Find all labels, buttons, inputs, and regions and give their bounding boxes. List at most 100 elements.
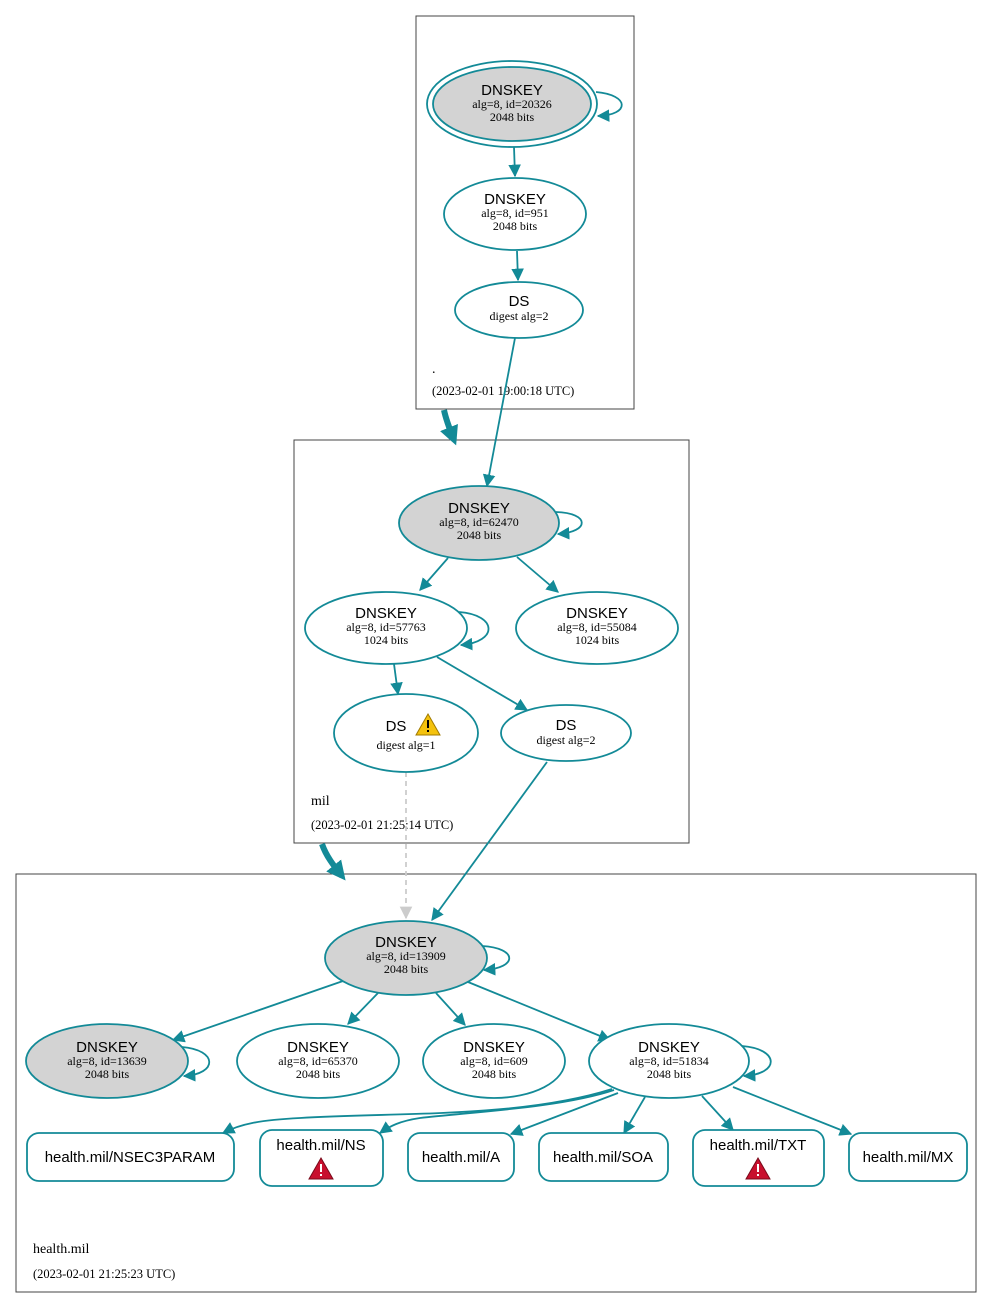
mil-ds1-digest: digest alg=1 xyxy=(376,738,435,752)
error-icon xyxy=(308,1156,334,1180)
edge-mil-ksk-zsk1 xyxy=(419,557,449,591)
edge-h-zsk-soa xyxy=(623,1096,646,1135)
node-root-ds[interactable]: DS digest alg=2 xyxy=(454,281,584,339)
rrset-a[interactable]: health.mil/A xyxy=(407,1132,515,1182)
zone-health-timestamp: (2023-02-01 21:25:23 UTC) xyxy=(33,1267,175,1281)
mil-ds2-title: DS xyxy=(556,717,577,734)
node-health-key-13639[interactable]: DNSKEY alg=8, id=13639 2048 bits xyxy=(25,1023,189,1099)
h-k2-bits: 2048 bits xyxy=(296,1067,341,1081)
edge-h-zsk-ns xyxy=(378,1089,615,1134)
h-k1-alg: alg=8, id=13639 xyxy=(67,1054,147,1068)
edge-mil-ds2-health-ksk xyxy=(431,761,548,922)
zone-mil-timestamp: (2023-02-01 21:25:14 UTC) xyxy=(311,818,453,832)
edge-h-ksk-self xyxy=(481,945,511,976)
zone-root-name: . xyxy=(432,362,436,377)
edge-h-ksk-k3 xyxy=(435,992,466,1026)
h-zsk-shape xyxy=(588,1023,750,1099)
mil-ksk-bits: 2048 bits xyxy=(457,528,502,542)
edge-h-zsk-nsec3param xyxy=(221,1088,613,1134)
h-zsk-title: DNSKEY xyxy=(638,1039,700,1056)
edge-h-ksk-k1 xyxy=(171,980,344,1043)
mil-ds2-digest: digest alg=2 xyxy=(536,733,595,747)
root-zsk-alg: alg=8, id=951 xyxy=(481,206,549,220)
h-k2-shape xyxy=(236,1023,400,1099)
node-mil-zsk-57763[interactable]: DNSKEY alg=8, id=57763 1024 bits xyxy=(304,591,468,665)
root-ksk-alg: alg=8, id=20326 xyxy=(472,97,552,111)
rrset-soa-box xyxy=(538,1132,669,1182)
rrset-soa[interactable]: health.mil/SOA xyxy=(538,1132,669,1182)
mil-ds1-title: DS xyxy=(386,718,407,735)
root-zsk-bits: 2048 bits xyxy=(493,219,538,233)
h-ksk-alg: alg=8, id=13909 xyxy=(366,949,446,963)
root-ds-shape xyxy=(454,281,584,339)
rrset-nsec3param-label: health.mil/NSEC3PARAM xyxy=(45,1149,216,1166)
node-health-key-609[interactable]: DNSKEY alg=8, id=609 2048 bits xyxy=(422,1023,566,1099)
node-root-zsk[interactable]: DNSKEY alg=8, id=951 2048 bits xyxy=(443,177,587,251)
mil-ksk-title: DNSKEY xyxy=(448,500,510,517)
rrset-mx-label: health.mil/MX xyxy=(863,1149,954,1166)
node-health-key-65370[interactable]: DNSKEY alg=8, id=65370 2048 bits xyxy=(236,1023,400,1099)
mil-ksk-alg: alg=8, id=62470 xyxy=(439,515,519,529)
rrset-ns[interactable]: health.mil/NS xyxy=(259,1129,384,1187)
node-mil-ksk[interactable]: DNSKEY alg=8, id=62470 2048 bits xyxy=(398,485,560,561)
root-zsk-shape xyxy=(443,177,587,251)
root-ksk-bits: 2048 bits xyxy=(490,110,535,124)
rrset-mx[interactable]: health.mil/MX xyxy=(848,1132,968,1182)
root-ds-digest: digest alg=2 xyxy=(489,309,548,323)
h-k1-bits: 2048 bits xyxy=(85,1067,130,1081)
rrset-nsec3param[interactable]: health.mil/NSEC3PARAM xyxy=(26,1132,235,1182)
rrset-soa-label: health.mil/SOA xyxy=(553,1149,653,1166)
mil-zsk2-shape xyxy=(515,591,679,665)
rrset-ns-label: health.mil/NS xyxy=(276,1137,365,1154)
rrset-a-label: health.mil/A xyxy=(422,1149,500,1166)
node-health-zsk-51834[interactable]: DNSKEY alg=8, id=51834 2048 bits xyxy=(588,1023,750,1099)
node-health-ksk[interactable]: DNSKEY alg=8, id=13909 2048 bits xyxy=(324,920,488,996)
edge-mil-ksk-zsk2 xyxy=(516,556,559,593)
zone-mil-box xyxy=(293,439,690,844)
rrset-mx-box xyxy=(848,1132,968,1182)
rrset-a-box xyxy=(407,1132,515,1182)
node-mil-zsk-55084[interactable]: DNSKEY alg=8, id=55084 1024 bits xyxy=(515,591,679,665)
error-icon xyxy=(745,1156,771,1180)
zone-root-timestamp: (2023-02-01 19:00:18 UTC) xyxy=(432,384,574,398)
mil-ds1-shape xyxy=(333,693,479,773)
edge-root-ksk-self xyxy=(595,91,623,122)
zone-health-mil: health.mil (2023-02-01 21:25:23 UTC) xyxy=(15,873,977,1293)
mil-zsk2-bits: 1024 bits xyxy=(575,633,620,647)
h-ksk-title: DNSKEY xyxy=(375,934,437,951)
edge-h-k1-self xyxy=(181,1046,211,1082)
h-k3-bits: 2048 bits xyxy=(472,1067,517,1081)
node-root-ksk[interactable]: DNSKEY alg=8, id=20326 2048 bits xyxy=(426,60,598,148)
node-mil-ds-alg2[interactable]: DS digest alg=2 xyxy=(500,704,632,762)
edge-h-zsk-mx xyxy=(732,1086,853,1136)
edge-mil-zsk1-self xyxy=(458,611,490,651)
mil-zsk2-title: DNSKEY xyxy=(566,605,628,622)
h-zsk-alg: alg=8, id=51834 xyxy=(629,1054,709,1068)
h-k1-shape xyxy=(25,1023,189,1099)
edge-root-zsk-ds xyxy=(511,250,524,282)
edge-h-zsk-txt xyxy=(701,1095,734,1131)
root-ksk-title: DNSKEY xyxy=(481,82,543,99)
mil-zsk1-alg: alg=8, id=57763 xyxy=(346,620,426,634)
zone-mil-name: mil xyxy=(311,794,330,809)
rrset-txt[interactable]: health.mil/TXT xyxy=(692,1129,825,1187)
rrset-txt-label: health.mil/TXT xyxy=(710,1137,807,1154)
edge-mil-zsk1-ds2 xyxy=(436,656,529,711)
h-k3-alg: alg=8, id=609 xyxy=(460,1054,528,1068)
root-zsk-title: DNSKEY xyxy=(484,191,546,208)
zone-root: . (2023-02-01 19:00:18 UTC) xyxy=(415,15,635,410)
edge-root-ksk-zsk xyxy=(508,146,521,178)
zone-health-box xyxy=(15,873,977,1293)
node-mil-ds-alg1[interactable]: DS digest alg=1 xyxy=(333,693,479,773)
root-ds-title: DS xyxy=(509,293,530,310)
mil-zsk1-title: DNSKEY xyxy=(355,605,417,622)
delegation-mil-health-arrow xyxy=(319,842,346,881)
h-k1-title: DNSKEY xyxy=(76,1039,138,1056)
h-ksk-bits: 2048 bits xyxy=(384,962,429,976)
mil-zsk1-bits: 1024 bits xyxy=(364,633,409,647)
edge-h-zsk-a xyxy=(509,1092,619,1136)
h-k2-alg: alg=8, id=65370 xyxy=(278,1054,358,1068)
edge-h-ksk-k2 xyxy=(347,992,379,1025)
h-ksk-shape xyxy=(324,920,488,996)
